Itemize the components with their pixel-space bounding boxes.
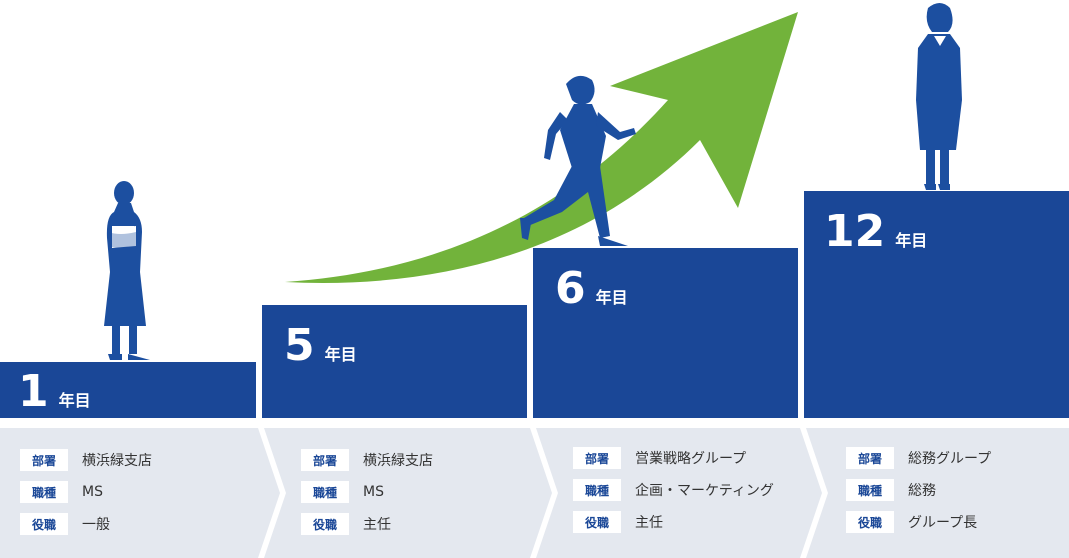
info-row-department: 部署 営業戦略グループ xyxy=(573,446,774,470)
growth-arrow-icon xyxy=(285,12,798,283)
info-row-job-type: 職種 総務 xyxy=(846,478,991,502)
year-label-6: 6 年目 xyxy=(555,267,628,311)
year-number: 5 xyxy=(284,320,315,371)
job-type-value: 企画・マーケティング xyxy=(635,483,774,499)
department-tag: 部署 xyxy=(573,447,621,469)
job-type-value: 総務 xyxy=(908,483,936,499)
info-block-year-6: 部署 営業戦略グループ 職種 企画・マーケティング 役職 主任 xyxy=(573,446,774,542)
info-block-year-12: 部署 総務グループ 職種 総務 役職 グループ長 xyxy=(846,446,991,542)
department-value: 横浜緑支店 xyxy=(363,453,433,469)
position-value: 主任 xyxy=(363,517,391,533)
job-type-value: MS xyxy=(363,484,384,500)
job-type-tag: 職種 xyxy=(846,479,894,501)
step-year-6 xyxy=(533,248,798,418)
info-row-job-type: 職種 企画・マーケティング xyxy=(573,478,774,502)
info-panel-1 xyxy=(0,428,280,558)
woman-standing-icon xyxy=(104,181,150,360)
department-tag: 部署 xyxy=(20,449,68,471)
position-tag: 役職 xyxy=(573,511,621,533)
woman-leader-icon xyxy=(916,3,962,190)
info-row-department: 部署 横浜緑支店 xyxy=(20,448,152,472)
step-year-5 xyxy=(262,305,527,418)
info-row-job-type: 職種 MS xyxy=(301,480,433,504)
department-tag: 部署 xyxy=(301,449,349,471)
job-type-value: MS xyxy=(82,484,103,500)
year-unit: 年目 xyxy=(895,231,928,250)
department-tag: 部署 xyxy=(846,447,894,469)
position-tag: 役職 xyxy=(846,511,894,533)
department-value: 総務グループ xyxy=(908,451,992,467)
position-value: 一般 xyxy=(82,517,110,533)
job-type-tag: 職種 xyxy=(301,481,349,503)
job-type-tag: 職種 xyxy=(20,481,68,503)
info-row-position: 役職 グループ長 xyxy=(846,510,991,534)
step-year-1 xyxy=(0,362,256,418)
step-year-12 xyxy=(804,191,1069,418)
year-number: 1 xyxy=(18,366,49,417)
year-label-5: 5 年目 xyxy=(284,324,357,368)
info-row-department: 部署 総務グループ xyxy=(846,446,991,470)
year-unit: 年目 xyxy=(58,391,91,410)
year-unit: 年目 xyxy=(595,288,628,307)
woman-running-icon xyxy=(520,75,636,246)
year-number: 12 xyxy=(824,206,886,257)
year-number: 6 xyxy=(555,263,586,314)
year-label-12: 12 年目 xyxy=(824,210,927,254)
position-tag: 役職 xyxy=(20,513,68,535)
year-unit: 年目 xyxy=(324,345,357,364)
info-row-department: 部署 横浜緑支店 xyxy=(301,448,433,472)
info-row-position: 役職 一般 xyxy=(20,512,152,536)
info-block-year-1: 部署 横浜緑支店 職種 MS 役職 一般 xyxy=(20,448,152,544)
department-value: 営業戦略グループ xyxy=(635,451,747,467)
info-row-position: 役職 主任 xyxy=(573,510,774,534)
job-type-tag: 職種 xyxy=(573,479,621,501)
year-label-1: 1 年目 xyxy=(18,370,91,414)
position-tag: 役職 xyxy=(301,513,349,535)
info-row-position: 役職 主任 xyxy=(301,512,433,536)
position-value: グループ長 xyxy=(908,515,978,531)
info-row-job-type: 職種 MS xyxy=(20,480,152,504)
position-value: 主任 xyxy=(635,515,663,531)
department-value: 横浜緑支店 xyxy=(82,453,152,469)
info-block-year-5: 部署 横浜緑支店 職種 MS 役職 主任 xyxy=(301,448,433,544)
